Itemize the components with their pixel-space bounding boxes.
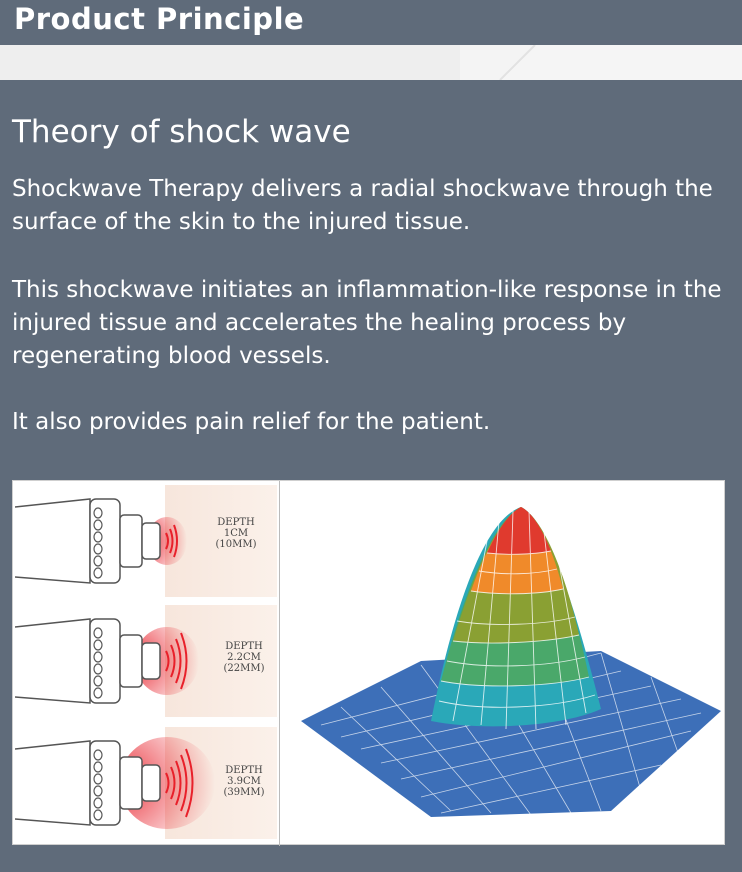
depth-mm-3: (39MM) xyxy=(223,787,265,798)
figure-divider xyxy=(279,481,280,846)
depth-cm-2: 2.2CM xyxy=(227,652,261,663)
depth-cm-3: 3.9CM xyxy=(227,776,261,787)
shockwave-figure: DEPTH 1CM (10MM) xyxy=(12,480,725,846)
applicator-illustration-1 xyxy=(14,485,277,597)
depth-panel-2: DEPTH 2.2CM (22MM) xyxy=(14,605,277,717)
depth-mm-2: (22MM) xyxy=(223,663,265,674)
depth-cm-1: 1CM xyxy=(223,528,249,539)
paragraph-response: This shockwave initiates an inflammation… xyxy=(12,277,722,369)
pressure-peak-graphic xyxy=(301,507,721,817)
band-separator xyxy=(0,80,742,86)
depth-panel-1: DEPTH 1CM (10MM) xyxy=(14,485,277,597)
page-title: Product Principle xyxy=(14,2,305,36)
depth-panel-3: DEPTH 3.9CM (39MM) xyxy=(14,727,277,839)
applicator-illustration-3 xyxy=(14,727,277,839)
applicator-depth-panels: DEPTH 1CM (10MM) xyxy=(13,481,279,846)
paragraph-pain-relief: It also provides pain relief for the pat… xyxy=(12,409,491,435)
header-band-highlight xyxy=(460,45,742,80)
paragraph-delivery: Shockwave Therapy delivers a radial shoc… xyxy=(12,176,713,235)
section-title: Theory of shock wave xyxy=(12,114,351,150)
depth-label-2: DEPTH xyxy=(225,641,263,652)
depth-mm-1: (10MM) xyxy=(215,539,257,550)
depth-label-3: DEPTH xyxy=(225,765,263,776)
applicator-illustration-2 xyxy=(14,605,277,717)
header-bar: Product Principle xyxy=(0,0,742,45)
depth-label-1: DEPTH xyxy=(217,517,255,528)
